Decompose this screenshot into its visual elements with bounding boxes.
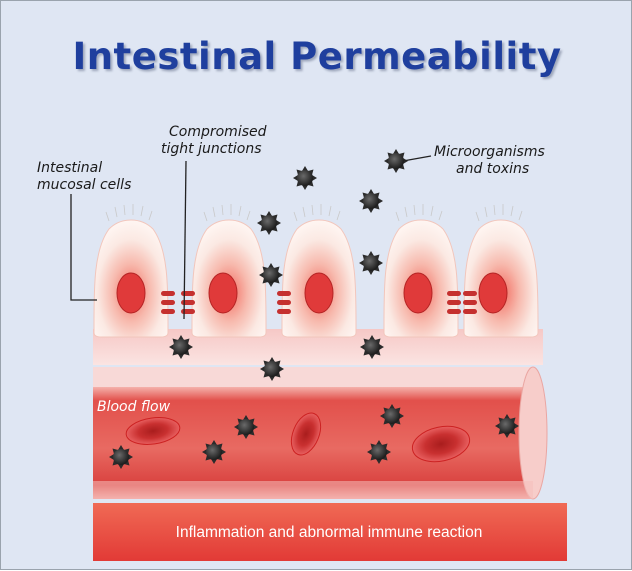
inflammation-label: Inflammation and abnormal immune reactio… bbox=[175, 524, 483, 541]
red-blood-cells bbox=[125, 412, 471, 463]
cell bbox=[93, 204, 169, 338]
inflammation-band bbox=[93, 503, 567, 561]
microorganisms-label: Microorganisms and toxins bbox=[434, 144, 545, 177]
tight-junctions-pointer bbox=[183, 160, 187, 320]
tight-junction bbox=[277, 291, 291, 314]
microbe-icon bbox=[359, 251, 383, 275]
cell bbox=[383, 204, 459, 338]
microbe-icon bbox=[109, 445, 133, 469]
microbe-icon bbox=[380, 404, 404, 428]
microbe-icon bbox=[293, 166, 317, 190]
tight-junctions-label: Compromised tight junctions bbox=[161, 124, 267, 157]
tight-junction bbox=[161, 291, 195, 314]
microbe-icon bbox=[359, 189, 383, 213]
microorganisms-pointer bbox=[402, 155, 432, 162]
cell bbox=[463, 204, 539, 338]
mucosal-cells bbox=[93, 204, 539, 338]
blood-flow-label: Blood flow bbox=[97, 399, 171, 415]
tight-junction bbox=[447, 291, 477, 314]
mucosal-cells-pointer bbox=[70, 194, 97, 301]
mucosal-cells-label: Intestinal mucosal cells bbox=[37, 160, 132, 193]
microbe-icon bbox=[367, 440, 391, 464]
diagram-title: Intestinal Permeability bbox=[72, 35, 562, 78]
cell bbox=[191, 204, 267, 338]
microbe-icon bbox=[360, 335, 384, 359]
microbe-icon bbox=[169, 335, 193, 359]
microbe-icon bbox=[495, 414, 519, 438]
microbe-icon bbox=[259, 263, 283, 287]
cell bbox=[281, 204, 357, 338]
microbe-icon bbox=[260, 357, 284, 381]
microbe-icon bbox=[234, 415, 258, 439]
microbe-icon bbox=[202, 440, 226, 464]
microbe-icon bbox=[257, 211, 281, 235]
